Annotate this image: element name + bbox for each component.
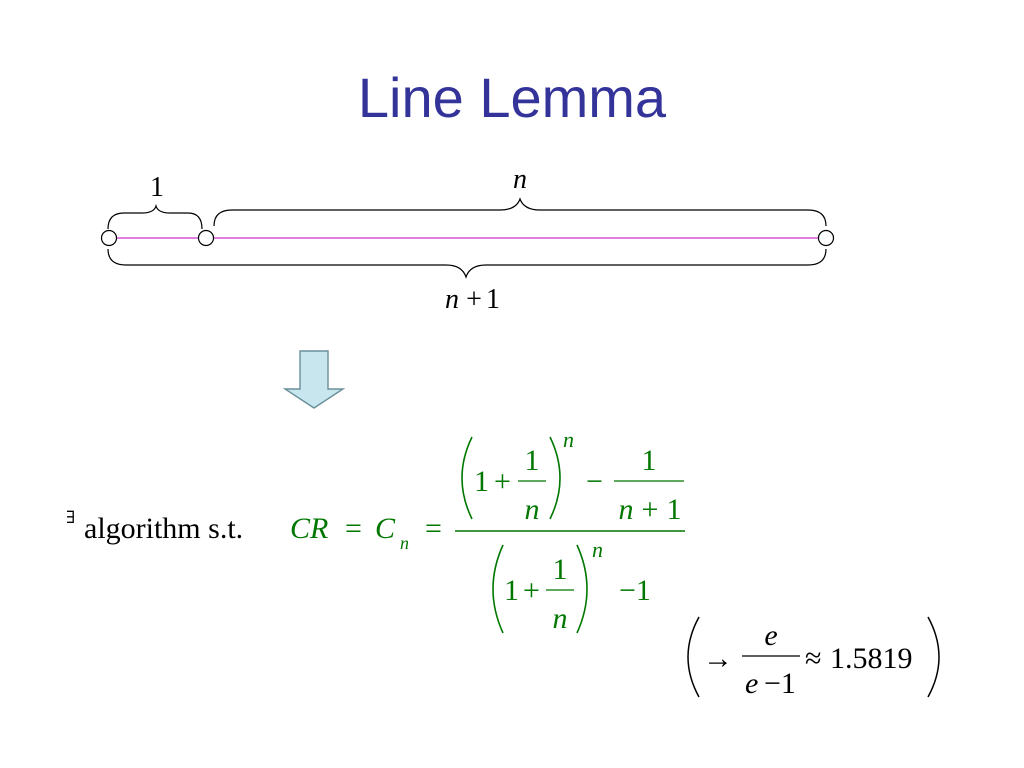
den-plus: + bbox=[523, 574, 540, 607]
point-left bbox=[100, 229, 118, 247]
den-power: n bbox=[592, 537, 603, 562]
brace-bottom bbox=[107, 248, 827, 279]
den-paren-right bbox=[576, 544, 588, 634]
formula-cr: CR bbox=[290, 512, 328, 545]
num-frac-num: 1 bbox=[525, 444, 540, 477]
limit-paren-left bbox=[687, 616, 700, 698]
den-one: 1 bbox=[504, 574, 519, 607]
formula: CR = C n = 1 + 1 n n − 1 n + 1 bbox=[290, 427, 685, 635]
denominator: 1 + 1 n n −1 bbox=[492, 537, 651, 635]
limit-frac-num: e bbox=[764, 619, 777, 652]
den-paren-left bbox=[492, 544, 504, 634]
statement-text: algorithm s.t. bbox=[84, 512, 243, 545]
slide-title: Line Lemma bbox=[357, 66, 667, 129]
den-frac-num: 1 bbox=[553, 553, 568, 586]
limit-expression: → e e −1 ≈ 1.5819 bbox=[687, 616, 940, 700]
label-n-plus-1-n: n bbox=[445, 284, 459, 315]
label-n-plus-1: n + 1 bbox=[445, 284, 500, 315]
num-plus: + bbox=[494, 465, 511, 498]
num-paren-right bbox=[549, 436, 561, 520]
point-middle bbox=[197, 229, 215, 247]
limit-arrow: → bbox=[703, 642, 733, 675]
num-frac-den: n bbox=[525, 493, 540, 526]
line-diagram: 1 n n + 1 bbox=[100, 164, 835, 315]
label-one: 1 bbox=[150, 172, 164, 203]
formula-eq1: = bbox=[345, 512, 362, 545]
statement: ∃ algorithm s.t. bbox=[66, 508, 243, 545]
formula-eq2: = bbox=[425, 512, 442, 545]
limit-value: 1.5819 bbox=[830, 642, 913, 675]
num-frac2-den-one: 1 bbox=[667, 493, 682, 526]
brace-top-n bbox=[213, 197, 827, 227]
label-n-plus-1-one: 1 bbox=[486, 284, 500, 315]
brace-top-one bbox=[107, 203, 203, 230]
num-frac2-den-n: n bbox=[619, 493, 634, 526]
limit-paren-right bbox=[927, 616, 940, 698]
limit-approx: ≈ bbox=[805, 642, 821, 675]
point-right bbox=[817, 229, 835, 247]
num-one: 1 bbox=[474, 465, 489, 498]
down-arrow-icon bbox=[282, 350, 346, 409]
numerator: 1 + 1 n n − 1 n + 1 bbox=[461, 427, 684, 526]
formula-c-sub: n bbox=[400, 533, 409, 553]
num-paren-left bbox=[461, 436, 473, 520]
formula-c: C bbox=[375, 512, 396, 545]
den-minus-one: −1 bbox=[619, 574, 651, 607]
num-frac2-den-plus: + bbox=[642, 493, 659, 526]
num-power: n bbox=[563, 427, 574, 452]
label-n: n bbox=[513, 164, 527, 195]
exists-symbol: ∃ bbox=[66, 508, 75, 527]
limit-frac-den-minus-one: −1 bbox=[764, 667, 796, 700]
num-frac2-num: 1 bbox=[642, 444, 657, 477]
label-n-plus-1-op: + bbox=[466, 284, 482, 315]
num-minus: − bbox=[586, 465, 603, 498]
den-frac-den: n bbox=[553, 602, 568, 635]
limit-frac-den-e: e bbox=[745, 667, 758, 700]
